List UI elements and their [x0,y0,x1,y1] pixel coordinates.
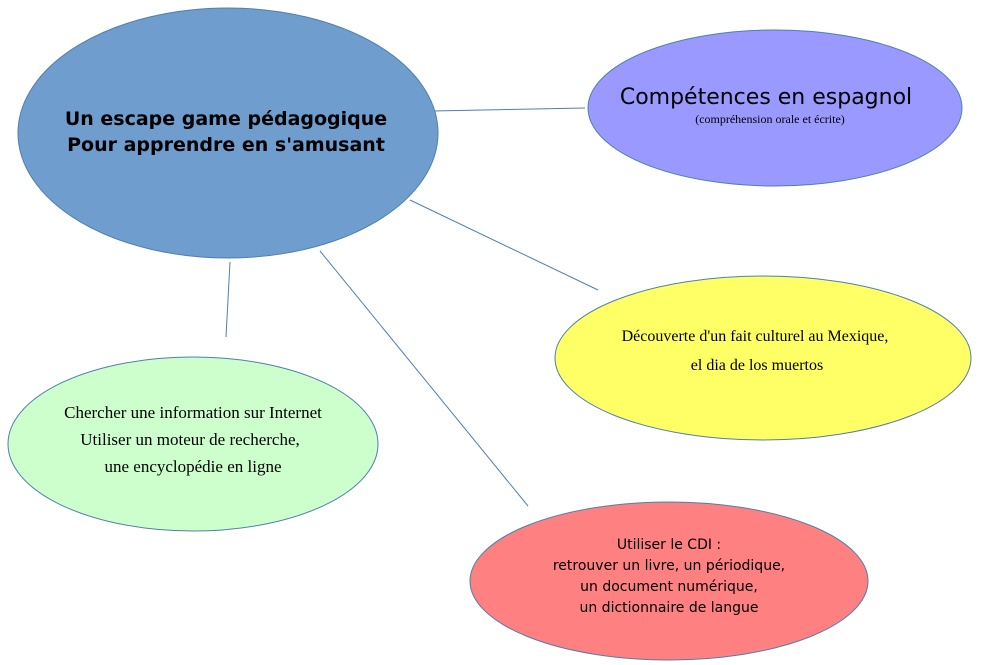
culture-line2: el dia de los muertos [691,357,823,374]
internet-node: Chercher une information sur Internet Ut… [7,356,379,532]
cdi-node: Utiliser le CDI : retrouver un livre, un… [469,501,869,661]
cdi-line3: un document numérique, [580,579,758,595]
internet-line3: une encyclopédie en ligne [104,457,281,476]
internet-line1: Chercher une information sur Internet [64,403,322,422]
culture-node: Découverte d'un fait culturel au Mexique… [554,275,972,441]
culture-ellipse [554,275,972,441]
cdi-line2: retrouver un livre, un périodique, [553,558,785,574]
cdi-line4: un dictionnaire de langue [579,600,758,616]
connector-cdi [319,250,529,507]
connector-internet [225,261,231,338]
skills-subtitle: (compréhension orale et écrite) [695,112,845,126]
internet-ellipse [7,356,379,532]
cdi-ellipse [469,501,869,661]
connector-culture [409,199,599,291]
cdi-line1: Utiliser le CDI : [617,537,721,553]
main-title-line1: Un escape game pédagogique [65,108,387,130]
skills-ellipse [587,29,963,187]
main-node: Un escape game pédagogique Pour apprendr… [17,7,439,259]
connector-skills [432,107,586,112]
main-ellipse [17,7,439,259]
internet-line2: Utiliser un moteur de recherche, [80,430,300,449]
skills-node: Compétences en espagnol (compréhension o… [587,29,963,187]
culture-line1: Découverte d'un fait culturel au Mexique… [622,328,889,345]
skills-title: Compétences en espagnol [620,85,912,110]
connectors [225,107,599,507]
main-title-line2: Pour apprendre en s'amusant [67,134,385,156]
